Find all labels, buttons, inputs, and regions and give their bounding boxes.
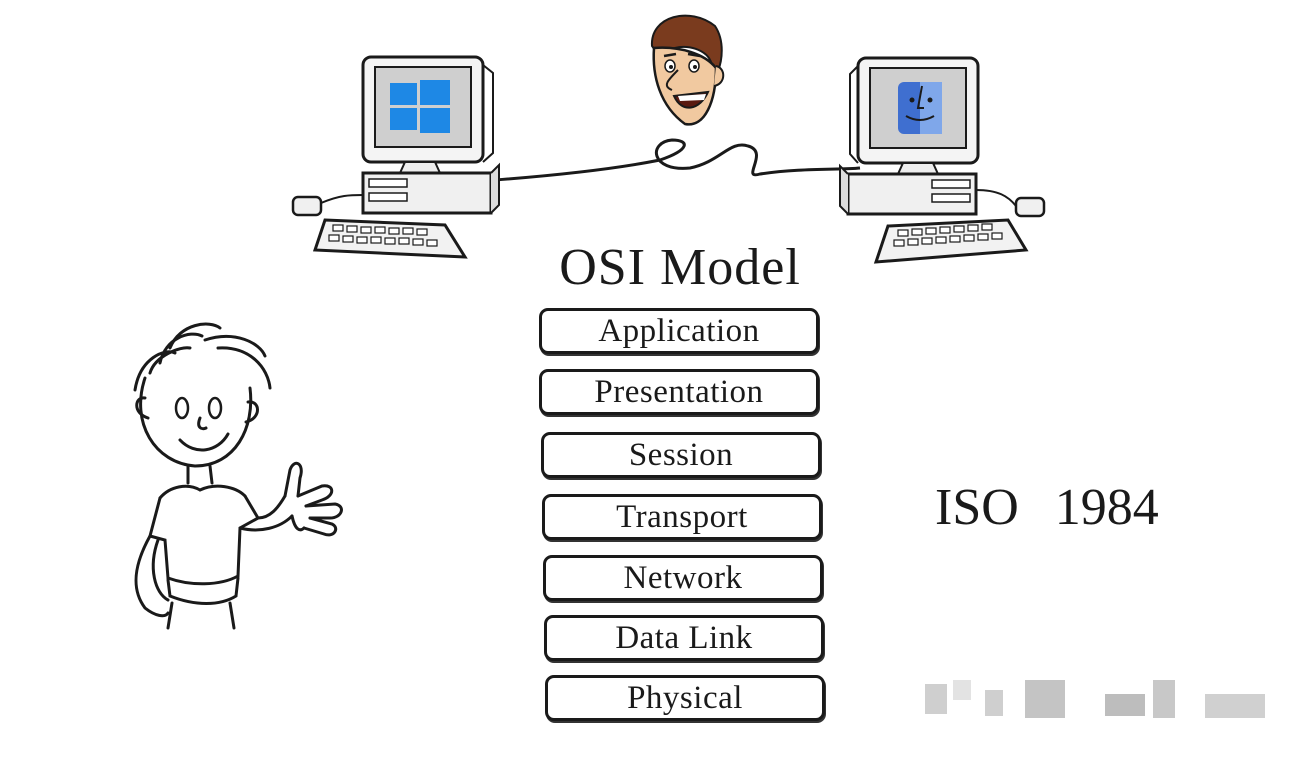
- mac-finder-icon: [898, 82, 942, 134]
- windows-logo-icon: [390, 80, 450, 133]
- network-cable: [494, 138, 861, 182]
- boy-illustration: [133, 322, 343, 630]
- layer-presentation: Presentation: [539, 369, 819, 415]
- mac-computer: [839, 56, 1046, 264]
- layer-application: Application: [539, 308, 819, 354]
- iso-label: ISO 1984: [935, 478, 1159, 537]
- layer-physical: Physical: [545, 675, 825, 721]
- man-head-illustration: [650, 14, 725, 126]
- pixelated-watermark: [925, 680, 1270, 718]
- layer-transport: Transport: [542, 494, 822, 540]
- layer-network: Network: [543, 555, 823, 601]
- iso-year-text: 1984: [1054, 479, 1159, 536]
- layer-data-link: Data Link: [544, 615, 824, 661]
- osi-model-title: OSI Model: [559, 239, 801, 296]
- iso-org-text: ISO: [935, 479, 1019, 536]
- windows-computer: [291, 55, 500, 259]
- layer-session: Session: [541, 432, 821, 478]
